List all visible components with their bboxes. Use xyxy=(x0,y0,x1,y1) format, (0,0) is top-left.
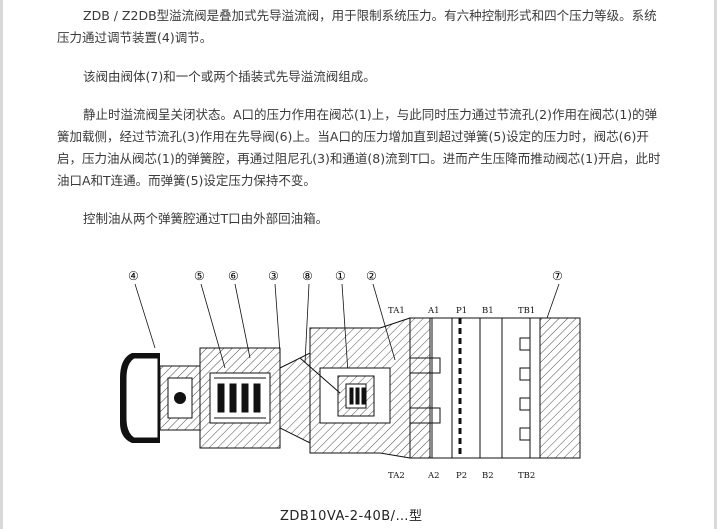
port-tb1: TB1 xyxy=(518,306,535,316)
valve-body xyxy=(299,317,411,459)
port-tb2: TB2 xyxy=(518,471,535,481)
adjustment-knob xyxy=(120,353,201,443)
port-a1: A1 xyxy=(427,306,440,316)
callout-6: ⑥ xyxy=(228,269,239,283)
callout-1: ① xyxy=(335,269,346,283)
sandwich-plate xyxy=(409,317,581,459)
paragraph-text: ZDB / Z2DB型溢流阀是叠加式先导溢流阀，用于限制系统压力。有六种控制形式… xyxy=(57,8,657,45)
callout-8: ⑧ xyxy=(302,269,313,283)
port-b2: B2 xyxy=(482,471,494,481)
page-border-left xyxy=(0,0,3,529)
diagram-caption: ZDB10VA-2-40B/…型 xyxy=(280,509,423,524)
port-b1: B1 xyxy=(482,306,494,316)
page-border-right xyxy=(714,0,717,529)
paragraph-description: ZDB / Z2DB型溢流阀是叠加式先导溢流阀，用于限制系统压力。有六种控制形式… xyxy=(57,5,667,49)
port-ta1: TA1 xyxy=(388,306,405,316)
callout-5: ⑤ xyxy=(194,269,205,283)
callout-2: ② xyxy=(366,269,377,283)
port-ta2: TA2 xyxy=(388,471,405,481)
paragraph-pilot-oil: 控制油从两个弹簧腔通过T口由外部回油箱。 xyxy=(57,208,667,230)
paragraph-text: 静止时溢流阀呈关闭状态。A口的压力作用在阀芯(1)上，与此同时压力通过节流孔(2… xyxy=(57,107,661,188)
paragraph-text: 控制油从两个弹簧腔通过T口由外部回油箱。 xyxy=(83,211,329,226)
port-p2: P2 xyxy=(456,471,467,481)
port-a2: A2 xyxy=(427,471,440,481)
paragraph-composition: 该阀由阀体(7)和一个或两个插装式先导溢流阀组成。 xyxy=(57,66,667,88)
paragraph-text: 该阀由阀体(7)和一个或两个插装式先导溢流阀组成。 xyxy=(83,69,376,84)
callout-7: ⑦ xyxy=(552,269,563,283)
callout-3: ③ xyxy=(268,269,279,283)
port-p1: P1 xyxy=(456,306,467,316)
paragraph-operation: 静止时溢流阀呈关闭状态。A口的压力作用在阀芯(1)上，与此同时压力通过节流孔(2… xyxy=(57,104,667,192)
callout-4: ④ xyxy=(128,269,139,283)
pilot-housing xyxy=(199,347,311,449)
valve-section-diagram: ④ ⑤ ⑥ ③ ⑧ ① ② ⑦ TA1 A1 P1 B1 TB1 TA2 A2 … xyxy=(120,269,581,481)
